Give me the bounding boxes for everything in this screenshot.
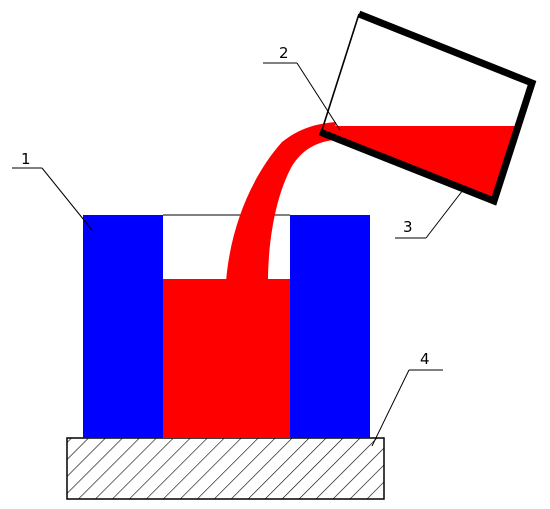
- ladle-container: [318, 10, 537, 206]
- callout-label-1: 1: [21, 150, 31, 168]
- mold: [83, 214, 370, 438]
- callout-3: 3: [395, 189, 464, 239]
- mold-right-wall: [290, 215, 370, 438]
- pour-stream: [226, 122, 336, 282]
- callout-1: 1: [12, 150, 93, 231]
- liquid-in-ladle: [318, 126, 520, 201]
- base-plate: [66, 437, 385, 500]
- callout-4: 4: [371, 350, 443, 447]
- callout-label-2: 2: [279, 44, 289, 62]
- liquid-in-mold: [163, 279, 290, 438]
- callout-label-3: 3: [403, 218, 413, 236]
- mold-left-wall: [83, 215, 163, 438]
- callout-label-4: 4: [420, 350, 430, 368]
- callout-2: 2: [263, 44, 341, 131]
